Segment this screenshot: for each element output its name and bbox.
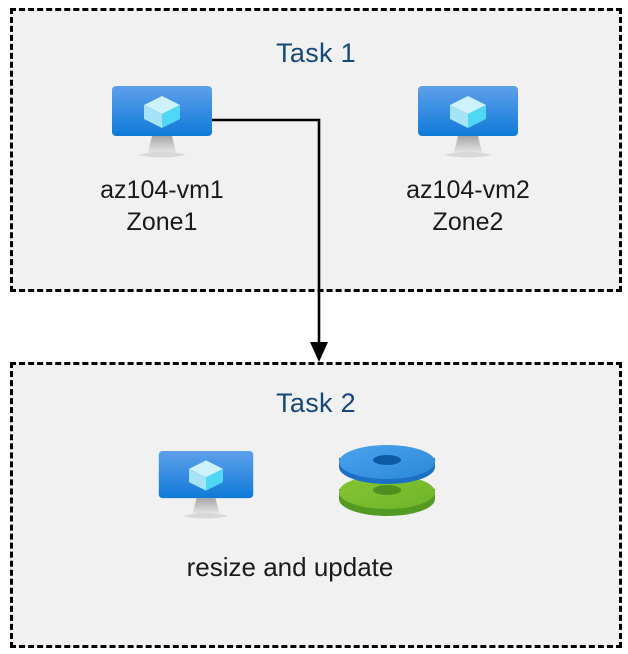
- virtual-machine-icon-task2[interactable]: [155, 447, 257, 521]
- arrowhead-icon: [310, 342, 328, 362]
- task2-title: Task 2: [276, 388, 356, 418]
- vm2-label: az104-vm2 Zone2: [406, 176, 530, 236]
- task2-caption: resize and update: [186, 552, 394, 582]
- disks-icon[interactable]: [335, 445, 439, 523]
- disk-blue: [339, 445, 435, 484]
- cube-glyph: [144, 96, 180, 128]
- cube-glyph: [189, 460, 223, 491]
- disk-green: [339, 475, 435, 516]
- virtual-machine-icon-vm1[interactable]: [108, 82, 216, 160]
- vm1-label: az104-vm1 Zone1: [100, 176, 224, 236]
- task1-container: Task 1: [10, 8, 622, 292]
- cube-glyph: [450, 96, 486, 128]
- task2-container: Task 2: [10, 362, 622, 648]
- virtual-machine-icon-vm2[interactable]: [414, 82, 522, 160]
- task1-title: Task 1: [276, 38, 356, 68]
